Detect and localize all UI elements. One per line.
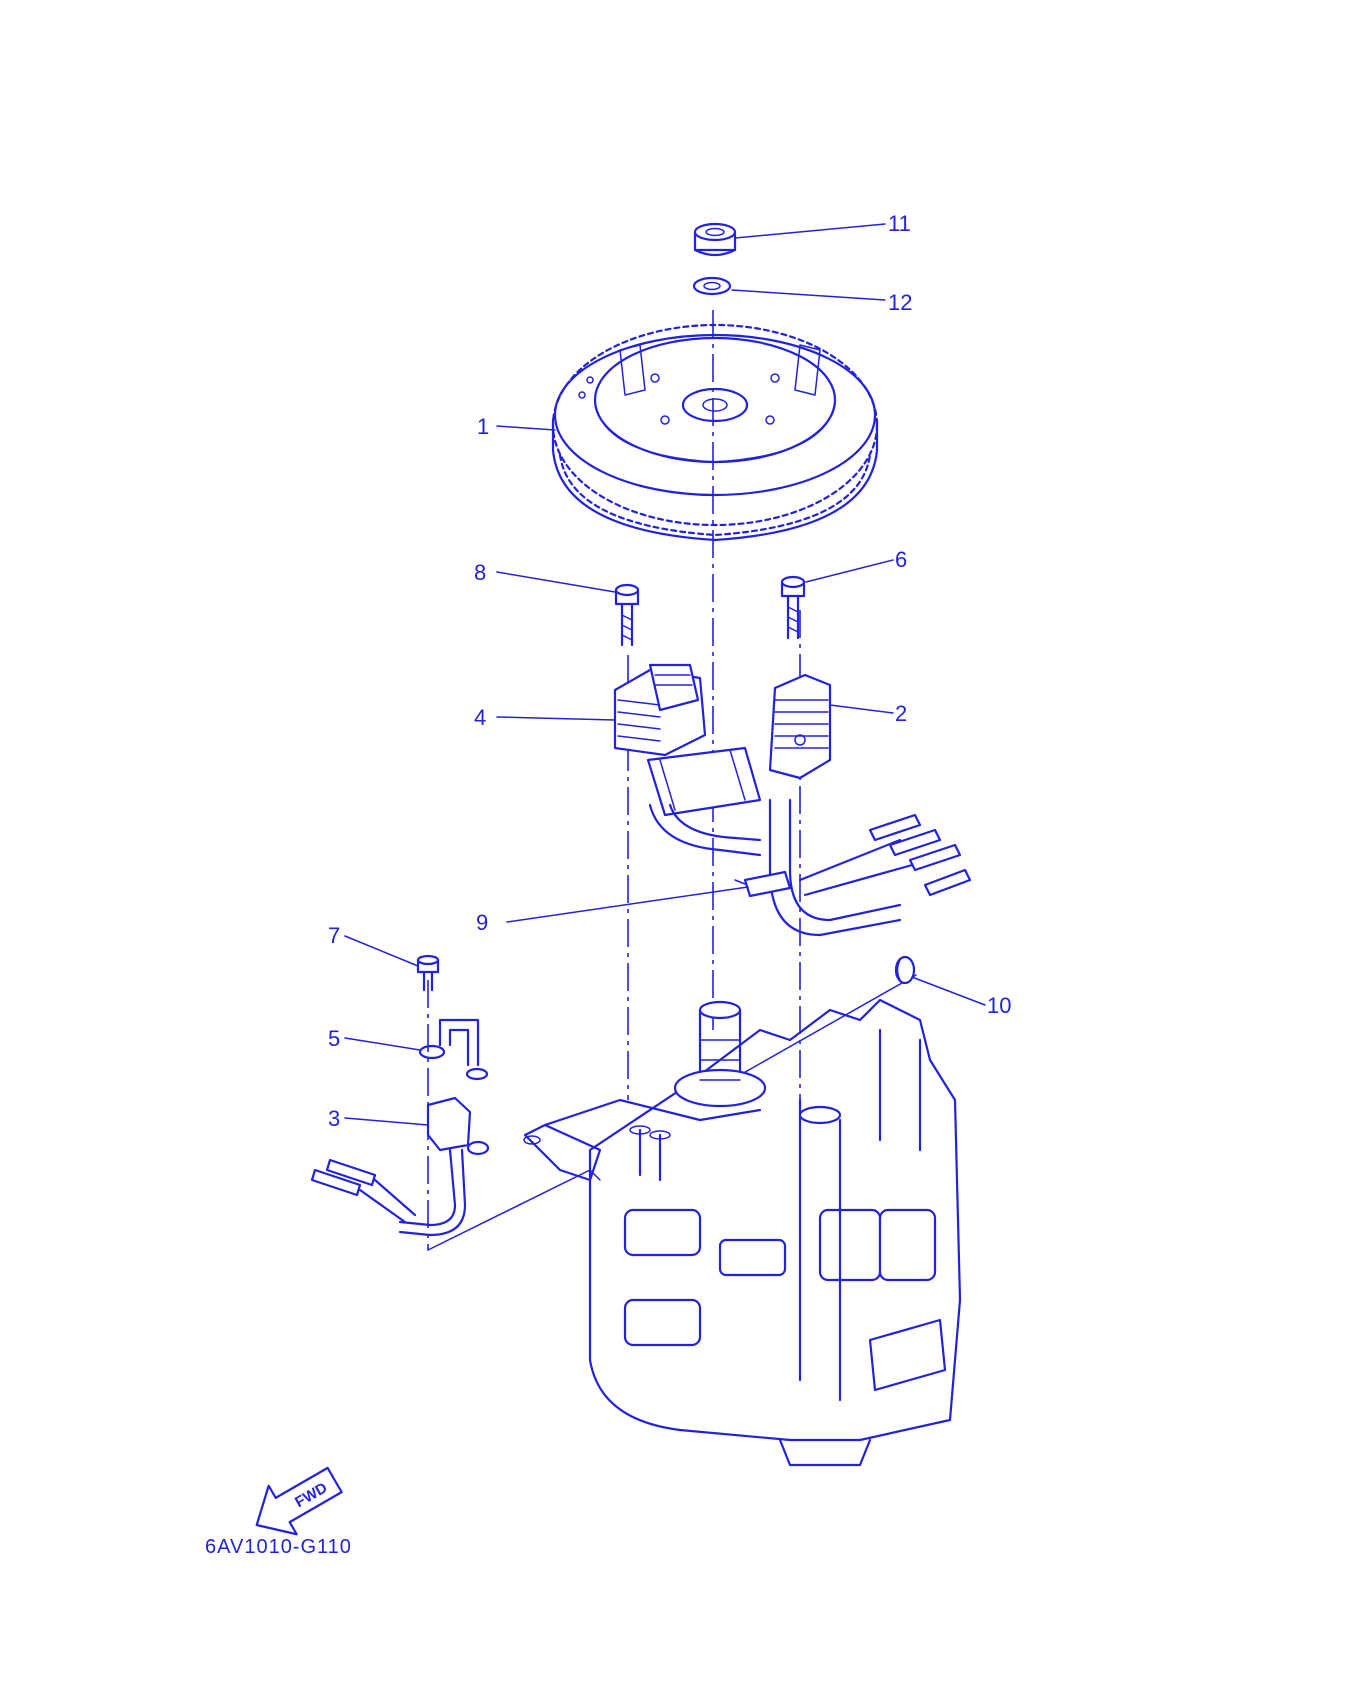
sensor-part-3[interactable] bbox=[310, 1096, 490, 1237]
washer-part-12[interactable] bbox=[692, 276, 732, 296]
callout-11: 11 bbox=[888, 211, 911, 236]
callout-2: 2 bbox=[895, 701, 907, 726]
engine-block bbox=[523, 998, 962, 1467]
stator-coil-assembly[interactable] bbox=[646, 746, 972, 937]
callout-leaders bbox=[344, 223, 986, 1126]
bolt-part-8[interactable] bbox=[614, 583, 640, 647]
bracket-part-5[interactable] bbox=[418, 1018, 489, 1081]
bolt-part-6[interactable] bbox=[780, 575, 806, 640]
callout-4: 4 bbox=[474, 705, 486, 730]
plug-part-10[interactable] bbox=[894, 955, 916, 985]
callout-3: 3 bbox=[328, 1106, 340, 1131]
callout-1: 1 bbox=[477, 414, 489, 439]
flywheel-part-1[interactable] bbox=[551, 323, 879, 542]
callout-5: 5 bbox=[328, 1026, 340, 1051]
nut-part-11[interactable] bbox=[693, 222, 737, 257]
callout-labels: 11 12 1 8 6 4 2 9 7 10 5 3 bbox=[328, 211, 1011, 1131]
callout-8: 8 bbox=[474, 560, 486, 585]
charge-coil-part-2[interactable] bbox=[768, 673, 832, 780]
assembly-axis-lines bbox=[427, 310, 917, 1251]
drawing-code: 6AV1010-G110 bbox=[205, 1536, 352, 1558]
callout-12: 12 bbox=[888, 290, 912, 315]
callout-7: 7 bbox=[328, 923, 340, 948]
clamp-part-9[interactable] bbox=[734, 870, 792, 898]
callout-6: 6 bbox=[895, 547, 907, 572]
fwd-arrow-icon: FWD bbox=[255, 1466, 343, 1536]
callout-10: 10 bbox=[987, 993, 1011, 1018]
callout-9: 9 bbox=[476, 910, 488, 935]
pulser-coil-part-4[interactable] bbox=[613, 663, 707, 757]
